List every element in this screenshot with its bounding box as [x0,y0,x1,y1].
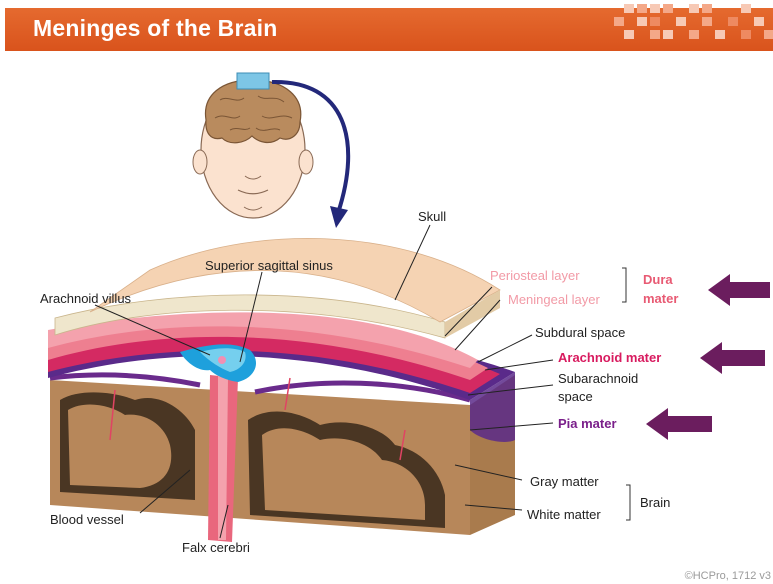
label-white-matter: White matter [527,507,601,522]
label-arachnoid-mater: Arachnoid mater [558,350,661,365]
label-blood-vessel: Blood vessel [50,512,124,527]
label-periosteal-layer: Periosteal layer [490,268,580,283]
brackets [622,268,630,520]
label-superior-sagittal-sinus: Superior sagittal sinus [205,258,333,273]
head-illustration [193,73,313,218]
label-dura-2: mater [643,291,678,306]
label-subarachnoid-1: Subarachnoid [558,371,638,386]
label-meningeal-layer: Meningeal layer [508,292,600,307]
label-falx-cerebri: Falx cerebri [182,540,250,555]
label-pia-mater: Pia mater [558,416,617,431]
label-subarachnoid-2: space [558,389,593,404]
label-gray-matter: Gray matter [530,474,599,489]
pia-arrow [646,408,712,440]
label-subdural-space: Subdural space [535,325,625,340]
brain-block [50,372,515,535]
arachnoid-arrow [700,342,765,374]
label-skull: Skull [418,209,446,224]
label-arachnoid-villus: Arachnoid villus [40,291,132,306]
footer-credit: ©HCPro, 1712 v3 [685,570,771,582]
label-brain: Brain [640,495,670,510]
dura-arrow [708,274,770,306]
label-dura-1: Dura [643,272,673,287]
